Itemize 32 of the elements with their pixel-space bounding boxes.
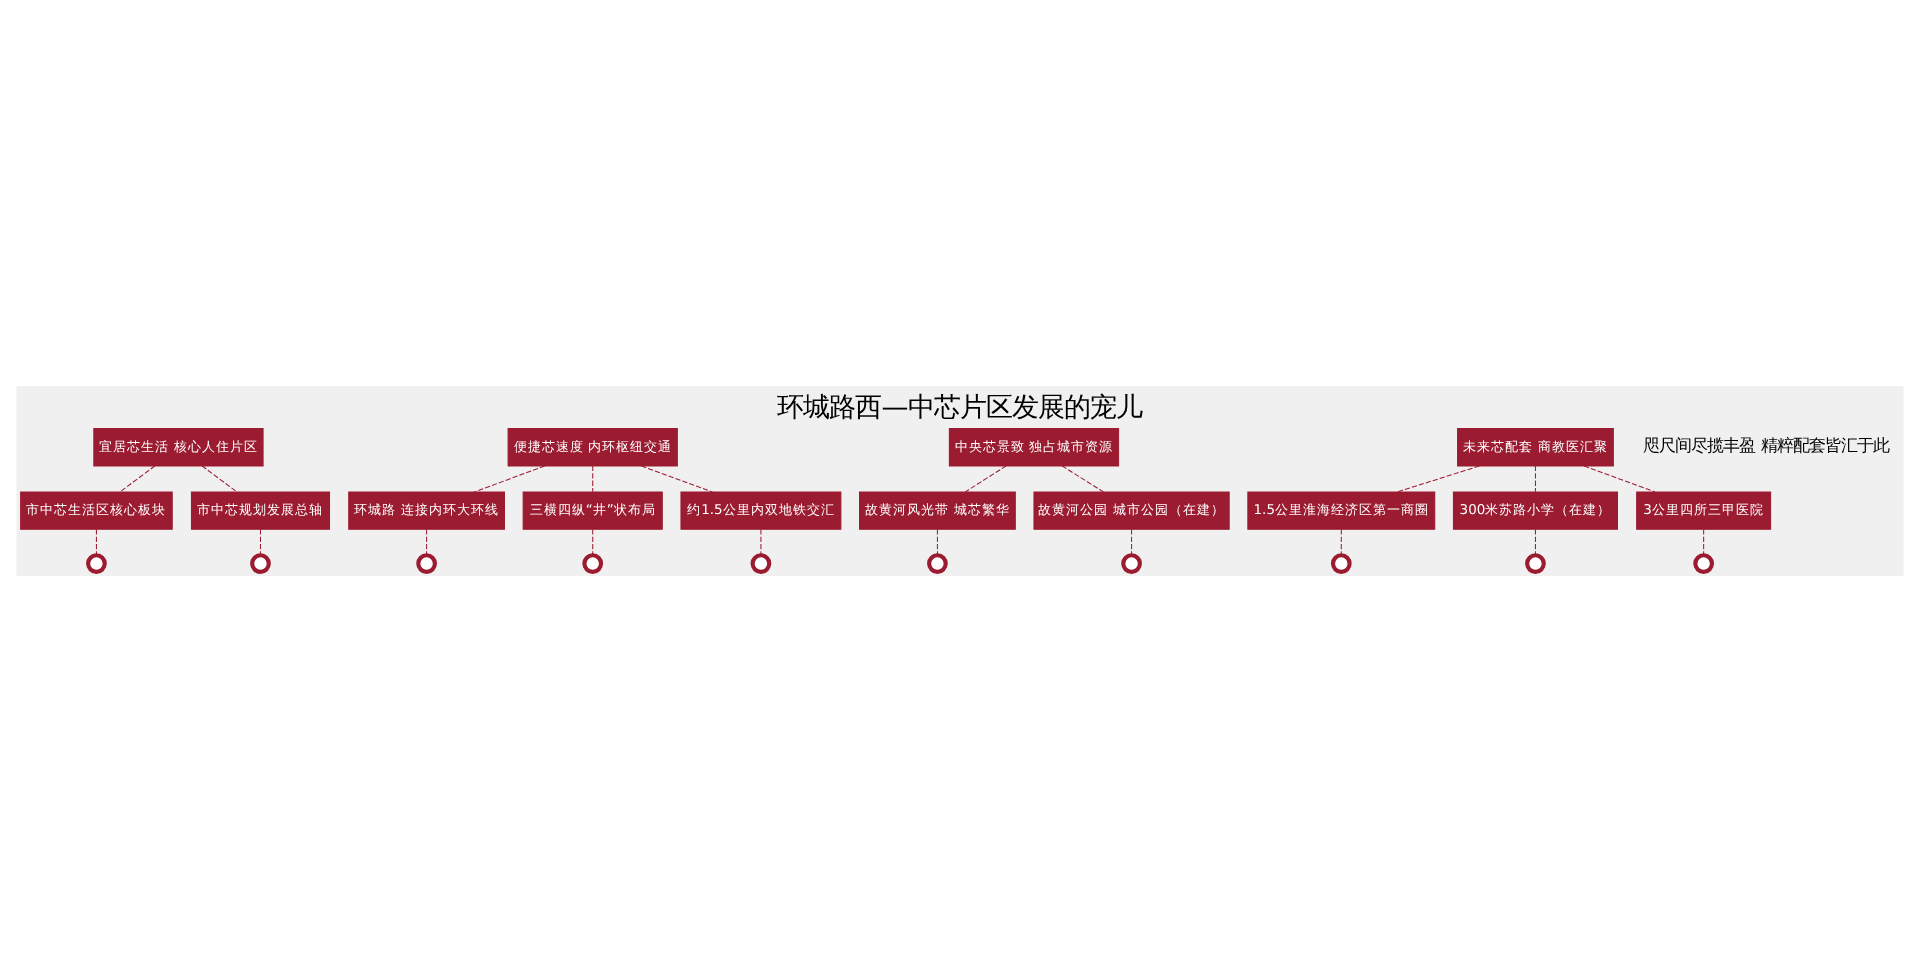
connector: [640, 465, 713, 493]
connector: [474, 465, 546, 493]
connector: [936, 528, 938, 556]
connector: [592, 528, 594, 556]
connector: [259, 528, 261, 556]
node-pin: [1330, 553, 1352, 574]
connector: [1061, 465, 1104, 493]
node-pin: [86, 553, 107, 574]
node-pin: [416, 553, 437, 574]
connector: [1131, 528, 1133, 556]
connector: [1534, 528, 1536, 556]
connector: [1703, 528, 1705, 556]
connector: [1583, 465, 1656, 493]
connector: [426, 528, 428, 556]
connector: [1534, 465, 1536, 493]
connector: [1340, 528, 1342, 556]
connector: [964, 465, 1007, 493]
node-pin: [582, 553, 604, 574]
label: 咫尺间尽揽丰盈 精粹配套皆汇于此: [1643, 435, 1889, 456]
connector: [592, 465, 594, 493]
connector: [201, 465, 238, 493]
node-pin: [250, 553, 271, 574]
connector: [119, 465, 156, 493]
connector: [95, 528, 97, 556]
diagram-title: 环城路西—中芯片区发展的宠儿: [777, 391, 1143, 424]
connector: [1396, 465, 1480, 493]
node-pin: [927, 553, 948, 574]
node-pin: [750, 553, 772, 574]
node-pin: [1525, 553, 1546, 574]
node-pin: [1121, 553, 1142, 574]
connector: [760, 528, 762, 556]
node-pin: [1693, 553, 1715, 574]
